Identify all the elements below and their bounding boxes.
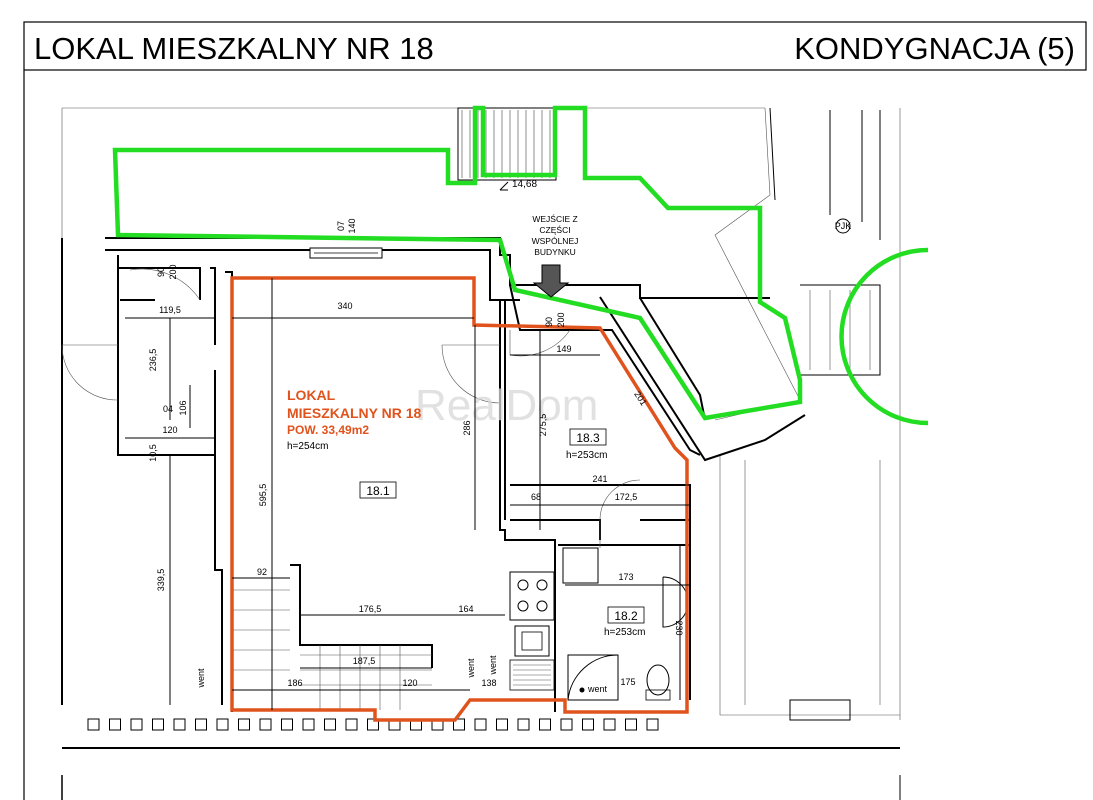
dim-286: 286	[462, 420, 472, 435]
dim-10-5: 10,5	[148, 444, 158, 462]
entry-line-4: BUDYNKU	[534, 247, 576, 257]
balcony-post	[453, 718, 465, 731]
unit-height: h=254cm	[287, 441, 328, 452]
dim-176-5: 176,5	[359, 604, 382, 614]
balcony-post	[474, 718, 487, 731]
balcony-post	[496, 718, 508, 731]
unit-outline	[230, 276, 689, 722]
balcony-post	[539, 718, 551, 731]
balcony-post	[302, 718, 315, 731]
entry-line-2: CZĘŚCI	[539, 224, 570, 235]
dim-90-b: 90	[544, 317, 554, 327]
common-area-outline	[112, 105, 803, 421]
vent-label-1: went	[196, 668, 206, 689]
room-18-3-box	[569, 428, 607, 446]
elevation-symbol	[499, 181, 509, 191]
vent-label-4: went	[587, 684, 608, 694]
vent-label-2: went	[466, 658, 476, 679]
dim-241: 241	[592, 474, 607, 484]
balcony-post	[560, 718, 573, 731]
room-18-2-box	[607, 606, 645, 624]
balcony-post	[109, 718, 121, 731]
pk-symbol	[835, 218, 851, 234]
pk-label: PJK	[835, 221, 852, 231]
unit-label-line-1: LOKAL	[287, 387, 336, 403]
dim-200-a: 200	[168, 264, 178, 279]
entry-line-3: WSPÓLNEJ	[532, 236, 579, 246]
dim-187-5: 187,5	[353, 656, 376, 666]
floor-title: KONDYGNACJA (5)	[794, 31, 1075, 66]
watermark: RealDom	[415, 381, 598, 430]
balcony-post	[345, 718, 358, 731]
dim-07: 07	[336, 221, 346, 231]
balcony-post	[367, 718, 379, 731]
dim-164: 164	[458, 604, 473, 614]
dim-230: 230	[674, 620, 684, 635]
dim-595-5: 595,5	[258, 484, 268, 507]
stair-hatch	[457, 107, 557, 181]
dim-173: 173	[618, 572, 633, 582]
common-area-arc	[839, 247, 929, 426]
balcony-post	[646, 718, 659, 731]
room-18-2-height: h=253cm	[604, 627, 645, 638]
stairs-left	[232, 589, 432, 710]
dim-175: 175	[620, 677, 635, 687]
kitchen-units	[509, 571, 555, 691]
vent-label-3: went	[488, 655, 498, 676]
balcony-post	[216, 718, 229, 731]
dim-119-5: 119,5	[159, 305, 181, 315]
balcony-post	[152, 718, 164, 731]
balcony-post	[259, 718, 272, 731]
balcony-post	[87, 718, 100, 731]
unit-area: POW. 33,49m2	[287, 423, 369, 437]
entry-line-1: WEJŚCIE Z	[532, 213, 577, 224]
dim-340: 340	[337, 301, 352, 311]
room-18-3-height: h=253cm	[566, 450, 607, 461]
balcony-post	[195, 718, 207, 731]
building-context	[61, 107, 901, 800]
room-18-2-number: 18.2	[614, 609, 638, 623]
dim-120-b: 120	[162, 425, 177, 435]
room-18-1-number: 18.1	[366, 484, 390, 498]
title-frame	[23, 21, 1087, 71]
dim-275-5: 275,5	[538, 414, 548, 437]
elevation-mark: 14,68	[512, 179, 537, 190]
unit-label-line-2: MIESZKALNY NR 18	[287, 405, 422, 421]
balcony-posts	[87, 718, 659, 731]
dim-04: 04	[163, 404, 173, 414]
balcony-post	[324, 718, 336, 731]
balcony-post	[603, 718, 616, 731]
dim-90-a: 90	[156, 267, 166, 277]
balcony-post	[625, 718, 637, 731]
dim-200-b: 200	[556, 312, 566, 327]
dim-138: 138	[481, 678, 496, 688]
stair-lines	[461, 110, 551, 178]
dim-339-5: 339,5	[156, 569, 166, 592]
dimension-lines	[125, 278, 690, 710]
balcony-post	[281, 718, 293, 731]
dim-149: 149	[556, 344, 571, 354]
unit-title: LOKAL MIESZKALNY NR 18	[34, 31, 434, 66]
dim-92: 92	[257, 567, 267, 577]
dim-236-5: 236,5	[148, 349, 158, 372]
dim-120-a: 120	[402, 678, 417, 688]
balcony-post	[517, 718, 530, 731]
entry-arrow	[532, 264, 570, 298]
balcony-post	[582, 718, 594, 731]
dim-68: 68	[531, 492, 541, 502]
dim-186: 186	[287, 678, 302, 688]
balcony-post	[238, 718, 250, 731]
balcony-post	[173, 718, 186, 731]
dim-140: 140	[347, 218, 357, 233]
room-18-3-number: 18.3	[576, 431, 600, 445]
dim-106: 106	[178, 400, 188, 415]
room-18-1-box	[359, 481, 397, 499]
dim-172-5: 172,5	[615, 492, 638, 502]
balcony-post	[130, 718, 143, 731]
